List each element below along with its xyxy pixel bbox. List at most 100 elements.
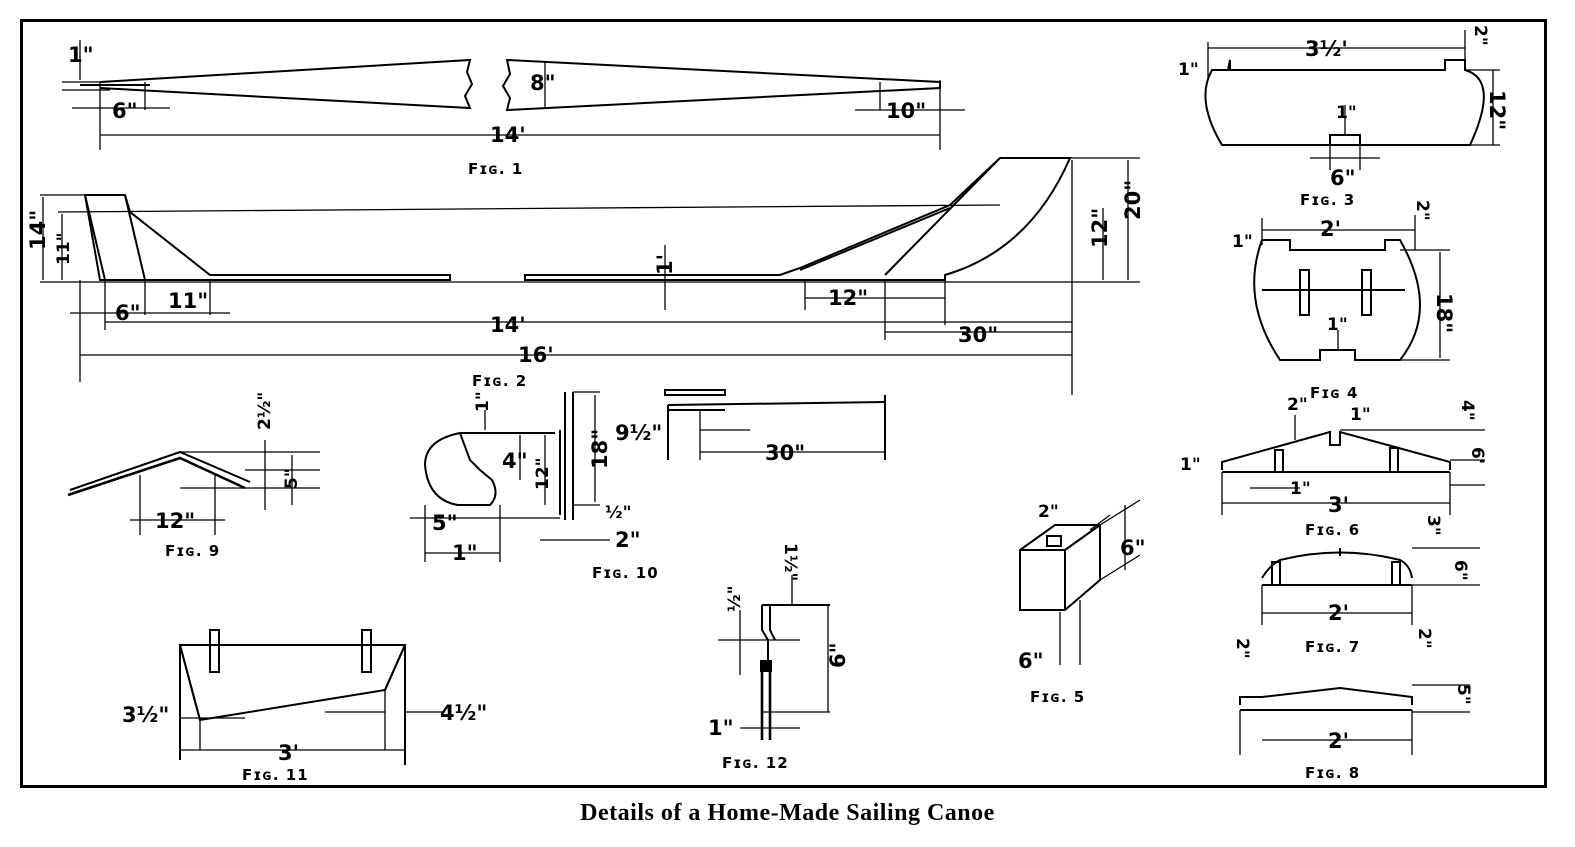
fig4-dim-1b: 1"	[1327, 315, 1348, 335]
fig4-label: Fɪɢ 4	[1310, 384, 1359, 402]
fig10-profile	[423, 431, 497, 506]
fig1-plank-right	[501, 58, 941, 112]
fig7-dim-2: 2'	[1328, 601, 1349, 625]
fig8-dim-2b: 2"	[1414, 628, 1434, 649]
fig11-cleat-left	[209, 629, 220, 673]
fig12-dim-1b: 1"	[708, 716, 734, 740]
figure-5: 2" 6" 6" Fɪɢ. 5	[1018, 499, 1146, 706]
fig2-bow-inner2	[124, 194, 146, 281]
fig11-dim-3: 3'	[278, 741, 299, 765]
fig9-dim-12: 12"	[155, 509, 195, 533]
plate-border	[20, 19, 1547, 788]
fig3-dim-1: 1"	[1178, 60, 1199, 80]
figure-4: 1" 2' 2" 18" 1" Fɪɢ 4	[1232, 200, 1456, 402]
figure-10: 1" 4" 12" 18" 9½" 30" 5" 1" ½" 2" Fɪɢ. 1…	[410, 389, 886, 582]
fig7-dim-6: 6"	[1450, 560, 1470, 581]
fig10-dim-9: 9½"	[615, 421, 662, 445]
fig9-dim-5: 5"	[282, 468, 302, 489]
fig2-dim-1: 1'	[653, 254, 677, 275]
fig6-post-left	[1274, 449, 1284, 473]
fig11-edge-right	[384, 644, 406, 691]
figure-6: 2" 1" 4" 1" 1" 6' 3' Fɪɢ. 6	[1180, 395, 1487, 539]
fig5-dim-6a: 6"	[1120, 536, 1146, 560]
fig2-stern-post	[884, 157, 1001, 276]
fig2-dim-14: 14'	[490, 313, 526, 337]
fig3-label: Fɪɢ. 3	[1300, 191, 1355, 209]
fig11-dim-3h: 3½"	[122, 703, 169, 727]
fig6-dim-2: 2"	[1287, 395, 1308, 415]
fig4-dim-1: 1"	[1232, 232, 1253, 252]
fig12-collar	[760, 660, 772, 672]
fig12-shaft	[760, 665, 772, 740]
fig5-edge2	[1064, 524, 1101, 551]
fig6-label: Fɪɢ. 6	[1305, 521, 1360, 539]
fig10-dim-2: 2"	[615, 528, 641, 552]
fig10-dim-4: 4"	[502, 449, 528, 473]
fig10-dim-5: 5"	[432, 511, 458, 535]
fig11-dim-4h: 4½"	[440, 701, 487, 725]
figure-2: 14" 11" 6" 11" 1' 12" 20" 12" 14' 30" 16…	[26, 157, 1145, 395]
fig2-dim-30: 30"	[958, 323, 998, 347]
fig10-dim-18: 18"	[588, 429, 612, 469]
figure-9: 2½" 5" 12" Fɪɢ. 9	[67, 392, 320, 560]
fig5-dim-2-line	[1089, 514, 1111, 531]
fig1-dim-8: 8"	[530, 71, 556, 95]
fig2-label: Fɪɢ. 2	[472, 372, 527, 390]
fig12-dim-6: 6"	[826, 642, 850, 668]
fig2-bow-stem	[83, 194, 451, 281]
fig5-mortise	[1046, 535, 1062, 547]
fig10-label: Fɪɢ. 10	[592, 564, 659, 582]
fig6-dim-4: 4"	[1457, 400, 1477, 421]
fig7-dim-3: 3"	[1423, 515, 1443, 536]
fig4-cleat-left	[1299, 269, 1310, 316]
fig11-cleat-right	[361, 629, 372, 673]
fig2-dim-16: 16'	[518, 343, 554, 367]
figure-11: 3½" 4½" 3' Fɪɢ. 11	[122, 629, 487, 784]
fig11-edge-left	[179, 644, 201, 721]
fig6-section	[1221, 430, 1451, 470]
fig12-pin	[761, 604, 830, 660]
figure-1: 1" 6" 8" 10" 14' Fɪɢ. 1	[62, 40, 965, 178]
fig2-dim-6: 6"	[115, 301, 141, 325]
fig3-dim-2: 2"	[1470, 25, 1490, 46]
fig2-dim-12h: 12"	[828, 286, 868, 310]
fig9-rafter	[67, 456, 246, 497]
fig2-dim-12v: 12"	[1088, 208, 1112, 248]
fig1-dim-14: 14'	[490, 123, 526, 147]
fig10-dim-1b: 1"	[452, 541, 478, 565]
fig12-label: Fɪɢ. 12	[722, 754, 789, 772]
fig6-post-right	[1389, 447, 1399, 473]
fig4-section	[1253, 239, 1421, 361]
fig10-dim-half: ½"	[605, 503, 631, 523]
fig7-section	[1261, 551, 1413, 579]
figure-8: 2" 2" 5" 2' Fɪɢ. 8	[1232, 628, 1473, 782]
fig12-dim-half: ½"	[725, 586, 745, 612]
fig2-ref-11	[57, 204, 1001, 213]
fig2-dim-20: 20"	[1121, 180, 1145, 220]
fig1-dim-10: 10"	[886, 99, 926, 123]
fig8-dim-2: 2'	[1328, 729, 1349, 753]
fig10-dim-30: 30"	[765, 441, 805, 465]
fig8-dim-2a: 2"	[1232, 638, 1252, 659]
fig5-ref-a	[1099, 499, 1141, 526]
fig7-label: Fɪɢ. 7	[1305, 638, 1360, 656]
fig7-post-right	[1391, 561, 1401, 586]
fig6-dim-1c: 1"	[1180, 455, 1201, 475]
fig6-dim-1a: 1"	[1350, 405, 1371, 425]
fig11-label: Fɪɢ. 11	[242, 766, 309, 784]
fig2-bow-inner	[84, 194, 106, 281]
fig1-plank-left	[99, 58, 474, 110]
fig9-label: Fɪɢ. 9	[165, 542, 220, 560]
fig2-dim-14v: 14"	[26, 210, 50, 250]
fig3-dim-3: 3½'	[1305, 37, 1348, 61]
fig6-dim-1b: 1"	[1290, 479, 1311, 499]
fig2-dim-11v: 11"	[54, 232, 74, 265]
fig6-dim-6: 6'	[1467, 447, 1487, 464]
plate-caption: Details of a Home-Made Sailing Canoe	[580, 800, 995, 826]
fig4-dim-2b: 2"	[1412, 200, 1432, 221]
fig10-dim-1: 1"	[473, 391, 493, 412]
fig12-dim-1: 1½"	[780, 543, 800, 581]
fig2-dim-11h: 11"	[168, 289, 208, 313]
